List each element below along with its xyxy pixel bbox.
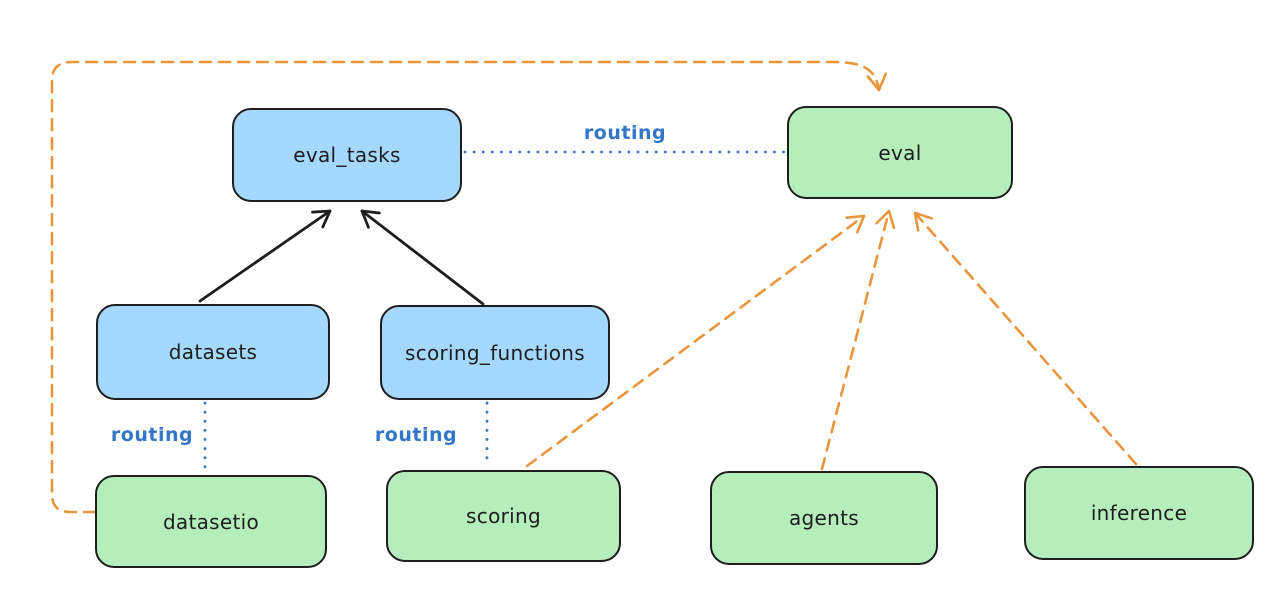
node-eval-tasks: eval_tasks — [232, 108, 462, 202]
node-eval-label: eval — [878, 140, 922, 165]
node-datasets-label: datasets — [168, 340, 258, 364]
node-scoring-label: scoring — [466, 504, 541, 528]
edge-inference-to-eval — [913, 211, 1138, 466]
edge-datasetio-to-eval — [50, 60, 887, 514]
edge-agents-to-eval — [820, 209, 896, 471]
node-datasets: datasets — [96, 304, 330, 400]
node-inference: inference — [1024, 466, 1254, 560]
edge-label-routing-scoring-functions: routing — [374, 424, 458, 446]
node-datasetio-label: datasetio — [162, 509, 260, 534]
edge-datasets-to-eval-tasks — [198, 209, 332, 303]
node-inference-label: inference — [1090, 501, 1188, 525]
node-eval-tasks-label: eval_tasks — [293, 143, 401, 167]
node-agents: agents — [710, 471, 938, 565]
node-scoring-functions-label: scoring_functions — [404, 340, 586, 365]
node-eval: eval — [787, 106, 1013, 199]
node-scoring-functions: scoring_functions — [380, 305, 610, 400]
edge-scoring-to-eval — [525, 214, 866, 468]
edge-scoring-functions-to-eval-tasks — [360, 209, 485, 306]
node-datasetio: datasetio — [95, 475, 327, 568]
edge-label-routing-top: routing — [583, 122, 667, 144]
node-scoring: scoring — [386, 470, 621, 562]
node-agents-label: agents — [789, 506, 859, 530]
edge-label-routing-datasets: routing — [110, 424, 194, 446]
